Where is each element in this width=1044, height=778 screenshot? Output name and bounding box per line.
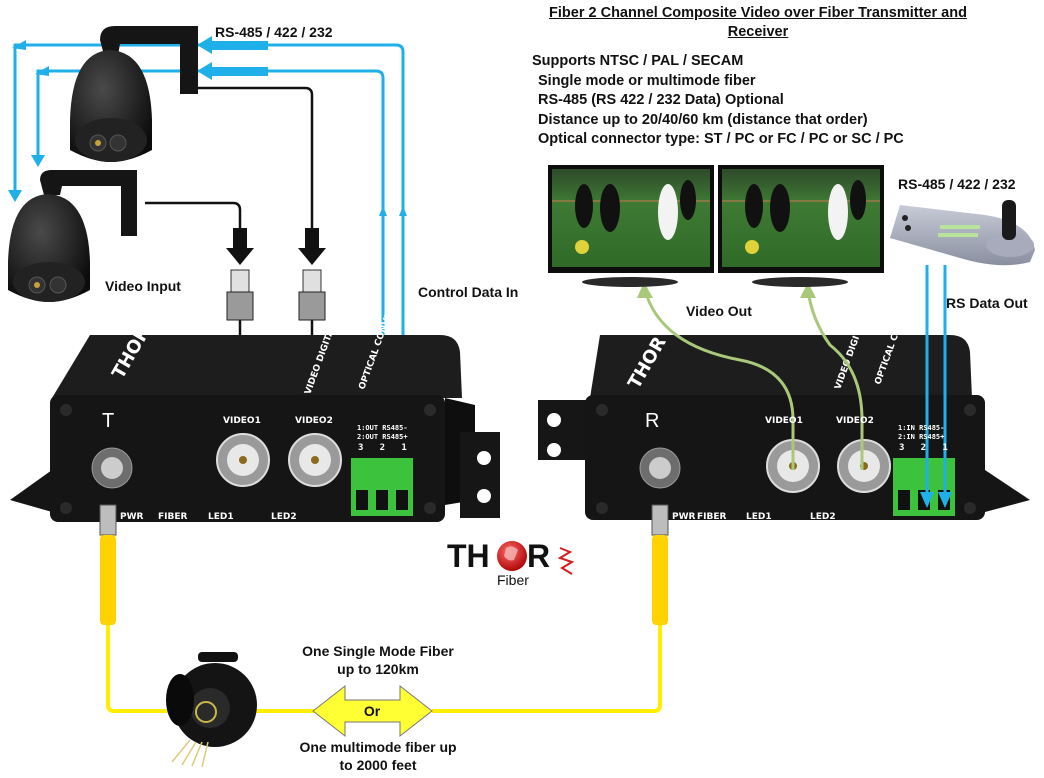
tx-led-pwr: PWR — [120, 512, 144, 522]
tx-video1-label: VIDEO1 — [223, 416, 261, 426]
tx-pin-line2: 2:OUT RS485+ — [357, 433, 408, 441]
receiver-unit: THOR VIDEO DIGITAL OPTICAL CONVERTER — [538, 282, 1030, 520]
rx-led1: LED1 — [746, 512, 772, 522]
rx-led-fiber: FIBER — [697, 512, 727, 522]
rx-led-pwr: PWR — [672, 512, 696, 522]
tx-pin-numbers: 3 2 1 — [358, 443, 407, 453]
diagram-title: Fiber 2 Channel Composite Video over Fib… — [549, 5, 967, 40]
feature-item: Distance up to 20/40/60 km (distance tha… — [538, 111, 868, 128]
monitor-2 — [718, 165, 884, 287]
video-out-arrowheads — [637, 282, 816, 298]
feature-item: Supports NTSC / PAL / SECAM — [532, 53, 744, 69]
rx-video2-label: VIDEO2 — [836, 416, 874, 426]
video-out-lines — [643, 289, 864, 470]
tx-led2: LED2 — [271, 512, 297, 522]
rx-video1-label: VIDEO1 — [765, 416, 803, 426]
fiber-reel — [166, 652, 257, 768]
feature-item: Single mode or multimode fiber — [538, 72, 756, 89]
logo-subtitle: Fiber — [497, 572, 529, 588]
ptz-controller-keyboard — [890, 200, 1035, 266]
features-list: Supports NTSC / PAL / SECAM Single mode … — [532, 52, 904, 150]
rx-pin-line2: 2:IN RS485+ — [898, 433, 945, 441]
rs-485-label-top: RS-485 / 422 / 232 — [215, 24, 333, 40]
tx-led1: LED1 — [208, 512, 234, 522]
tx-led-fiber: FIBER — [158, 512, 188, 522]
rs-data-out-lines — [925, 265, 947, 505]
rs-485-label-keyboard: RS-485 / 422 / 232 — [898, 176, 1016, 192]
rs-control-lines-tx — [13, 43, 405, 515]
rx-led2: LED2 — [810, 512, 836, 522]
or-label: Or — [363, 703, 381, 719]
svg-text:TH: TH — [447, 538, 490, 574]
video-input-arrows — [226, 228, 326, 265]
tx-video2-label: VIDEO2 — [295, 416, 333, 426]
single-mode-fiber-label: One Single Mode Fiber — [302, 643, 454, 659]
fiber-connectors — [99, 504, 669, 625]
rs-arrowheads-tx — [8, 36, 407, 216]
rs-data-out-arrowheads — [920, 492, 952, 508]
feature-item: Optical connector type: ST / PC or FC / … — [538, 131, 904, 147]
ptz-camera-1 — [70, 26, 198, 162]
control-data-in-label: Control Data In — [418, 284, 519, 300]
svg-text:R: R — [527, 538, 550, 574]
transmitter-unit: THOR VIDEO DIGITAL OPTICAL CONVERTER — [10, 287, 500, 522]
feature-item: RS-485 (RS 422 / 232 Data) Optional — [538, 92, 784, 108]
multimode-fiber-label: One multimode fiber up — [299, 739, 457, 755]
rx-letter: R — [645, 410, 660, 432]
video-input-label: Video Input — [105, 278, 181, 294]
tx-pin-line1: 1:OUT RS485- — [357, 424, 408, 432]
rx-pin-line1: 1:IN RS485- — [898, 424, 945, 432]
monitor-1 — [548, 165, 714, 287]
thor-fiber-logo: TH R — [447, 538, 575, 575]
tx-letter: T — [102, 410, 115, 432]
bnc-plugs — [226, 269, 326, 321]
ptz-camera-2 — [8, 170, 137, 302]
rs-data-out-label: RS Data Out — [946, 295, 1028, 311]
multimode-distance-label: to 2000 feet — [339, 757, 417, 773]
video-out-label: Video Out — [686, 303, 752, 319]
rx-pin-numbers: 3 2 1 — [899, 443, 948, 453]
or-double-arrow — [312, 684, 433, 738]
single-mode-distance-label: up to 120km — [337, 661, 419, 677]
